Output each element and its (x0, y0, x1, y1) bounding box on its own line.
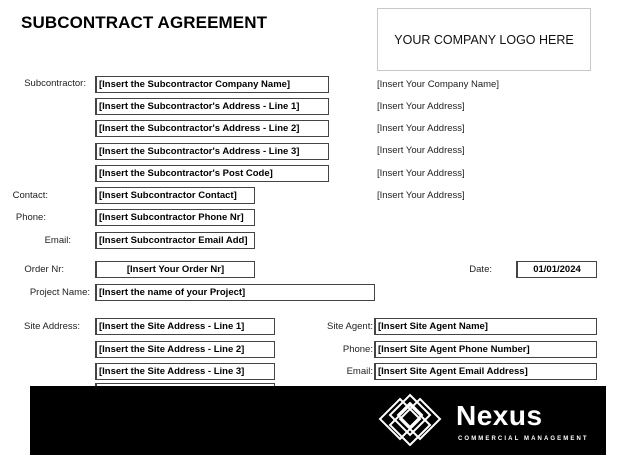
site-agent-name-field[interactable]: [Insert Site Agent Name] (374, 318, 597, 335)
site-agent-email-label: Email: (346, 366, 373, 377)
site-address-line1-field[interactable]: [Insert the Site Address - Line 1] (95, 318, 275, 335)
subcontractor-company-field[interactable]: [Insert the Subcontractor Company Name] (95, 76, 329, 93)
phone-label: Phone: (15, 212, 46, 223)
order-nr-field[interactable]: [Insert Your Order Nr] (95, 261, 255, 278)
site-address-label: Site Address: (24, 321, 80, 332)
site-agent-label: Site Agent: (327, 321, 373, 332)
site-address-line2-field[interactable]: [Insert the Site Address - Line 2] (95, 341, 275, 358)
your-address-line[interactable]: [Insert Your Address] (377, 145, 465, 156)
your-address-line[interactable]: [Insert Your Address] (377, 101, 465, 112)
project-name-field[interactable]: [Insert the name of your Project] (95, 284, 375, 301)
site-agent-phone-label: Phone: (342, 344, 373, 355)
project-name-label: Project Name: (29, 287, 90, 298)
your-company-name[interactable]: [Insert Your Company Name] (377, 79, 499, 90)
nexus-banner (30, 386, 606, 455)
your-address-line[interactable]: [Insert Your Address] (377, 190, 465, 201)
site-agent-email-field[interactable]: [Insert Site Agent Email Address] (374, 363, 597, 380)
site-address-line3-field[interactable]: [Insert the Site Address - Line 3] (95, 363, 275, 380)
subcontractor-address-line3-field[interactable]: [Insert the Subcontractor's Address - Li… (95, 143, 329, 160)
subcontractor-contact-field[interactable]: [Insert Subcontractor Contact] (95, 187, 255, 204)
contact-label: Contact: (12, 190, 48, 201)
nexus-brand-name: Nexus (456, 400, 543, 431)
your-address-line[interactable]: [Insert Your Address] (377, 168, 465, 179)
subcontractor-postcode-field[interactable]: [Insert the Subcontractor's Post Code] (95, 165, 329, 182)
logo-placeholder-text: YOUR COMPANY LOGO HERE (394, 32, 574, 47)
company-logo-placeholder[interactable]: YOUR COMPANY LOGO HERE (377, 8, 591, 71)
subcontractor-label: Subcontractor: (24, 78, 86, 89)
date-label: Date: (469, 264, 492, 275)
document-title: SUBCONTRACT AGREEMENT (21, 13, 268, 32)
site-agent-phone-field[interactable]: [Insert Site Agent Phone Number] (374, 341, 597, 358)
subcontractor-email-field[interactable]: [Insert Subcontractor Email Add] (95, 232, 255, 249)
subcontractor-phone-field[interactable]: [Insert Subcontractor Phone Nr] (95, 209, 255, 226)
order-nr-label: Order Nr: (24, 264, 64, 275)
nexus-tagline: COMMERCIAL MANAGEMENT (458, 436, 589, 442)
subcontractor-address-line2-field[interactable]: [Insert the Subcontractor's Address - Li… (95, 120, 329, 137)
subcontractor-address-line1-field[interactable]: [Insert the Subcontractor's Address - Li… (95, 98, 329, 115)
date-field[interactable]: 01/01/2024 (516, 261, 597, 278)
your-address-line[interactable]: [Insert Your Address] (377, 123, 465, 134)
email-label: Email: (44, 235, 71, 246)
nexus-knot-icon (378, 393, 442, 446)
